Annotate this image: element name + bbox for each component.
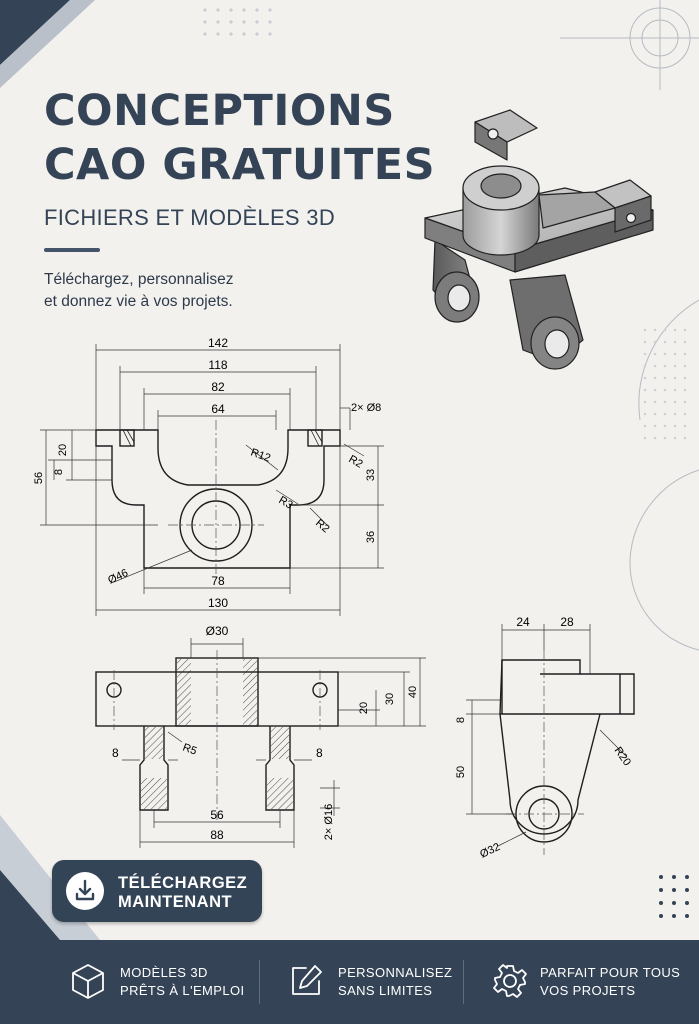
dim-r12: R12 <box>249 447 272 465</box>
download-label-line1: TÉLÉCHARGEZ <box>118 874 248 892</box>
dim-56: 56 <box>33 472 45 484</box>
feature-all-projects: PARFAIT POUR TOUS VOS PROJETS <box>492 960 692 1004</box>
page-subtitle: FICHIERS ET MODÈLES 3D <box>44 205 336 230</box>
accent-bar <box>44 248 100 252</box>
dim-118: 118 <box>208 358 227 372</box>
side-dim-50: 50 <box>455 766 467 778</box>
gear-icon <box>493 964 527 998</box>
download-now-button[interactable]: TÉLÉCHARGEZ MAINTENANT <box>52 860 262 922</box>
dim-36: 36 <box>365 531 377 543</box>
dim-r2-bottom: R2 <box>313 517 331 535</box>
section-dim-88: 88 <box>210 828 224 842</box>
side-dim-r20: R20 <box>612 745 633 768</box>
dim-holes: 2× Ø8 <box>351 402 381 414</box>
page-title-line2: CAO GRATUITES <box>44 140 436 190</box>
side-dim-d32: Ø32 <box>478 841 502 861</box>
dim-d46: Ø46 <box>106 567 130 587</box>
section-dim-d16: 2× Ø16 <box>323 804 335 840</box>
dim-r2-top: R2 <box>347 453 365 470</box>
side-dim-28: 28 <box>560 615 574 629</box>
dim-130: 130 <box>208 596 228 610</box>
section-dim-r5: R5 <box>181 742 198 758</box>
download-label-line2: MAINTENANT <box>118 893 233 911</box>
side-dim-8: 8 <box>455 717 467 723</box>
tagline-line1: Téléchargez, personnalisez <box>44 271 234 288</box>
download-icon <box>66 872 104 910</box>
dim-8: 8 <box>53 469 65 475</box>
section-dim-40: 40 <box>407 686 419 698</box>
section-dim-20: 20 <box>358 702 370 714</box>
section-dim-d30: Ø30 <box>206 624 229 638</box>
side-dim-24: 24 <box>516 615 530 629</box>
tagline-line2: et donnez vie à vos projets. <box>44 293 233 310</box>
feature-1-line1: MODÈLES 3D <box>120 965 208 980</box>
section-dim-30: 30 <box>384 693 396 705</box>
dim-64: 64 <box>211 402 225 416</box>
dim-82: 82 <box>211 380 225 394</box>
section-view-drawing: Ø30 20 30 40 8 8 R5 56 88 2× Ø16 <box>95 624 426 848</box>
dim-r3: R3 <box>277 494 295 511</box>
dim-33: 33 <box>365 469 377 481</box>
feature-2-line2: SANS LIMITES <box>338 983 433 998</box>
features-footer: MODÈLES 3D PRÊTS À L'EMPLOI PERSONNALISE… <box>0 940 699 1024</box>
section-dim-56: 56 <box>210 808 224 822</box>
feature-ready-models: MODÈLES 3D PRÊTS À L'EMPLOI <box>70 960 250 1004</box>
bracket-3d-render <box>424 109 654 370</box>
dim-142: 142 <box>208 336 228 350</box>
dim-20: 20 <box>57 444 69 456</box>
side-view-drawing: 24 28 8 50 R20 Ø32 <box>455 615 635 861</box>
feature-3-line2: VOS PROJETS <box>540 983 636 998</box>
feature-3-line1: PARFAIT POUR TOUS <box>540 965 681 980</box>
footer-divider <box>463 960 464 1004</box>
feature-2-line1: PERSONNALISEZ <box>338 965 453 980</box>
page-title-line1: CONCEPTIONS <box>44 86 395 136</box>
footer-divider <box>259 960 260 1004</box>
dim-78: 78 <box>211 574 225 588</box>
edit-icon <box>292 965 322 995</box>
front-view-drawing: 142 118 82 64 2× Ø8 56 20 8 R12 R2 R3 R2… <box>33 336 384 616</box>
feature-customize: PERSONNALISEZ SANS LIMITES <box>288 960 452 1004</box>
section-dim-8-right: 8 <box>316 746 323 760</box>
feature-1-line2: PRÊTS À L'EMPLOI <box>120 983 245 998</box>
cube-icon <box>72 964 104 999</box>
section-dim-8-left: 8 <box>112 746 119 760</box>
